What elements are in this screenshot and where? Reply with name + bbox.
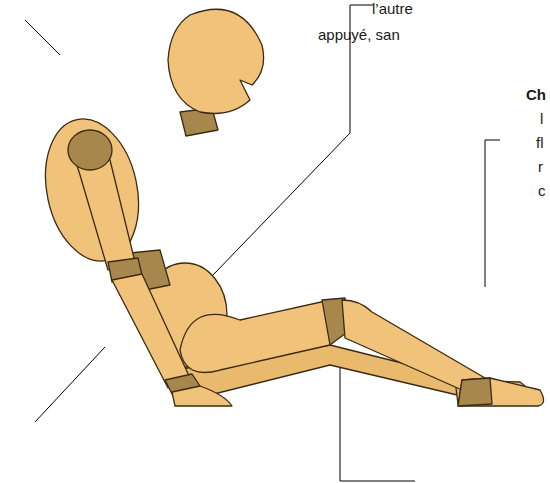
callout-text: Ch [526,86,546,104]
callout-text: c [538,182,546,200]
leader-lines [25,5,500,481]
callout-text: fl [536,134,544,152]
callout-text: l [540,110,543,128]
callout-text: appuyé, san [318,26,400,44]
callout-text: l’autre [372,0,413,18]
callout-text: r [538,158,543,176]
